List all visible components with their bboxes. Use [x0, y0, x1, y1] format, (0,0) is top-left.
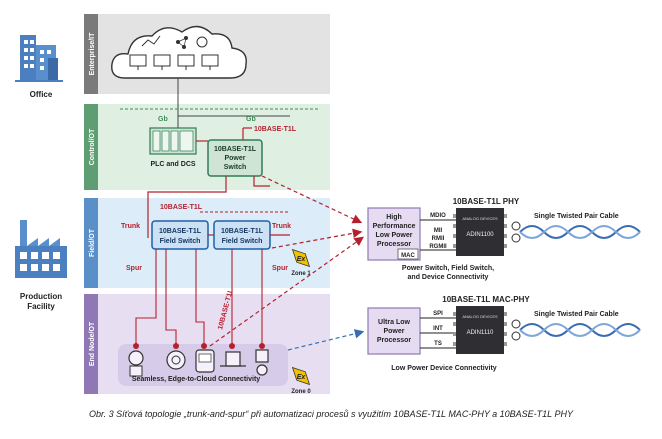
- zone0-label: Zone 0: [291, 389, 311, 395]
- plc-dcs-icon: [149, 127, 197, 155]
- phy-iface-rgmii: RGMII: [429, 244, 447, 250]
- adin1110-brand: ANALOG DEVICES: [462, 314, 498, 319]
- phy-caption-line1: Power Switch, Field Switch,: [402, 265, 494, 272]
- field-switch-2-line2: Field Switch: [222, 238, 263, 245]
- power-switch-line3: Switch: [224, 164, 247, 171]
- power-switch-line1: 10BASE-T1L: [214, 146, 257, 153]
- seamless-label: Seamless, Edge-to-Cloud Connectivity: [132, 376, 260, 383]
- ex-zone0-icon: Ex: [291, 366, 311, 386]
- ex-zone1-icon: Ex: [291, 248, 311, 268]
- phy-iface-mdio: MDIO: [430, 213, 446, 219]
- macphy-processor: Ultra Low Power Processor: [367, 307, 421, 355]
- phy-proc-line1: High: [386, 214, 402, 221]
- figure-caption: Obr. 3 Síťová topologie „trunk-and-spur“…: [88, 409, 574, 419]
- field-t1l-label: 10BASE-T1L: [160, 204, 203, 211]
- office-building-icon: [15, 35, 63, 82]
- macphy-proc-line2: Power: [383, 328, 404, 335]
- macphy-title: 10BASE-T1L MAC-PHY: [442, 295, 530, 304]
- macphy-iface-spi: SPI: [433, 311, 443, 317]
- office-label: Office: [30, 90, 53, 99]
- phy-connector-icon: [511, 221, 521, 243]
- field-switch-2-line1: 10BASE-T1L: [221, 228, 264, 235]
- phy-processor: High Performance Low Power Processor MAC: [367, 207, 421, 261]
- phy-mac-label: MAC: [401, 253, 415, 259]
- phy-iface-rmii: RMII: [432, 236, 445, 242]
- adin1100-name: ADIN1100: [466, 232, 494, 238]
- phy-proc-line3: Low Power: [376, 232, 413, 239]
- band-field-label: Field/OT: [89, 228, 96, 257]
- phy-twisted-pair-cable: [519, 225, 641, 239]
- macphy-connector-icon: [511, 319, 521, 341]
- band-control: Control/OT: [84, 104, 330, 190]
- phy-caption-line2: and Device Connectivity: [408, 274, 489, 281]
- plc-label: PLC and DCS: [150, 161, 195, 168]
- control-t1l-label: 10BASE-T1L: [254, 126, 297, 133]
- field-switch-2: 10BASE-T1L Field Switch: [213, 220, 271, 250]
- macphy-cable-label: Single Twisted Pair Cable: [534, 311, 619, 318]
- macphy-iface-ts: TS: [434, 341, 442, 347]
- phy-iface-mii: MII: [434, 228, 443, 234]
- trunk-left-label: Trunk: [121, 223, 140, 230]
- field-device-icons: [128, 343, 269, 377]
- band-field: Field/OT: [84, 198, 330, 288]
- adin1110-name: ADIN1110: [467, 330, 494, 336]
- spur-left-label: Spur: [126, 265, 142, 272]
- phy-title: 10BASE-T1L PHY: [453, 197, 520, 206]
- trunk-right-label: Trunk: [272, 223, 291, 230]
- band-enterprise-label: Enterprise/IT: [89, 32, 96, 76]
- ex-zone1-label: Ex: [297, 256, 307, 263]
- ex-zone0-label: Ex: [297, 374, 307, 381]
- macphy-caption: Low Power Device Connectivity: [391, 365, 497, 372]
- field-switch-1-line2: Field Switch: [160, 238, 201, 245]
- field-switch-1: 10BASE-T1L Field Switch: [151, 220, 209, 250]
- production-label-line2: Facility: [27, 302, 55, 311]
- field-switch-1-line1: 10BASE-T1L: [159, 228, 202, 235]
- macphy-proc-line3: Processor: [377, 337, 412, 344]
- band-control-label: Control/OT: [89, 128, 96, 165]
- adin1100-brand: ANALOG DEVICES: [462, 216, 498, 221]
- macphy-proc-line1: Ultra Low: [378, 319, 410, 326]
- spur-right-label: Spur: [272, 265, 288, 272]
- phy-cable-label: Single Twisted Pair Cable: [534, 213, 619, 220]
- power-switch: 10BASE-T1L Power Switch: [207, 139, 263, 177]
- adin1100-chip: ANALOG DEVICES ADIN1100: [453, 208, 507, 256]
- zone1-label: Zone 1: [291, 271, 311, 277]
- production-label-line1: Production: [20, 292, 62, 301]
- band-endnode-label: End Node/OT: [89, 321, 96, 366]
- macphy-iface-int: INT: [433, 326, 443, 332]
- factory-icon: [15, 220, 67, 278]
- adin1110-chip: ANALOG DEVICES ADIN1110: [453, 306, 507, 354]
- macphy-twisted-pair-cable: [519, 323, 641, 337]
- cloud-icon: [111, 25, 247, 79]
- phy-proc-line4: Processor: [377, 241, 412, 248]
- gb-label-2: Gb: [246, 116, 256, 123]
- power-switch-line2: Power: [224, 155, 245, 162]
- phy-proc-line2: Performance: [373, 223, 416, 230]
- gb-label-1: Gb: [158, 116, 168, 123]
